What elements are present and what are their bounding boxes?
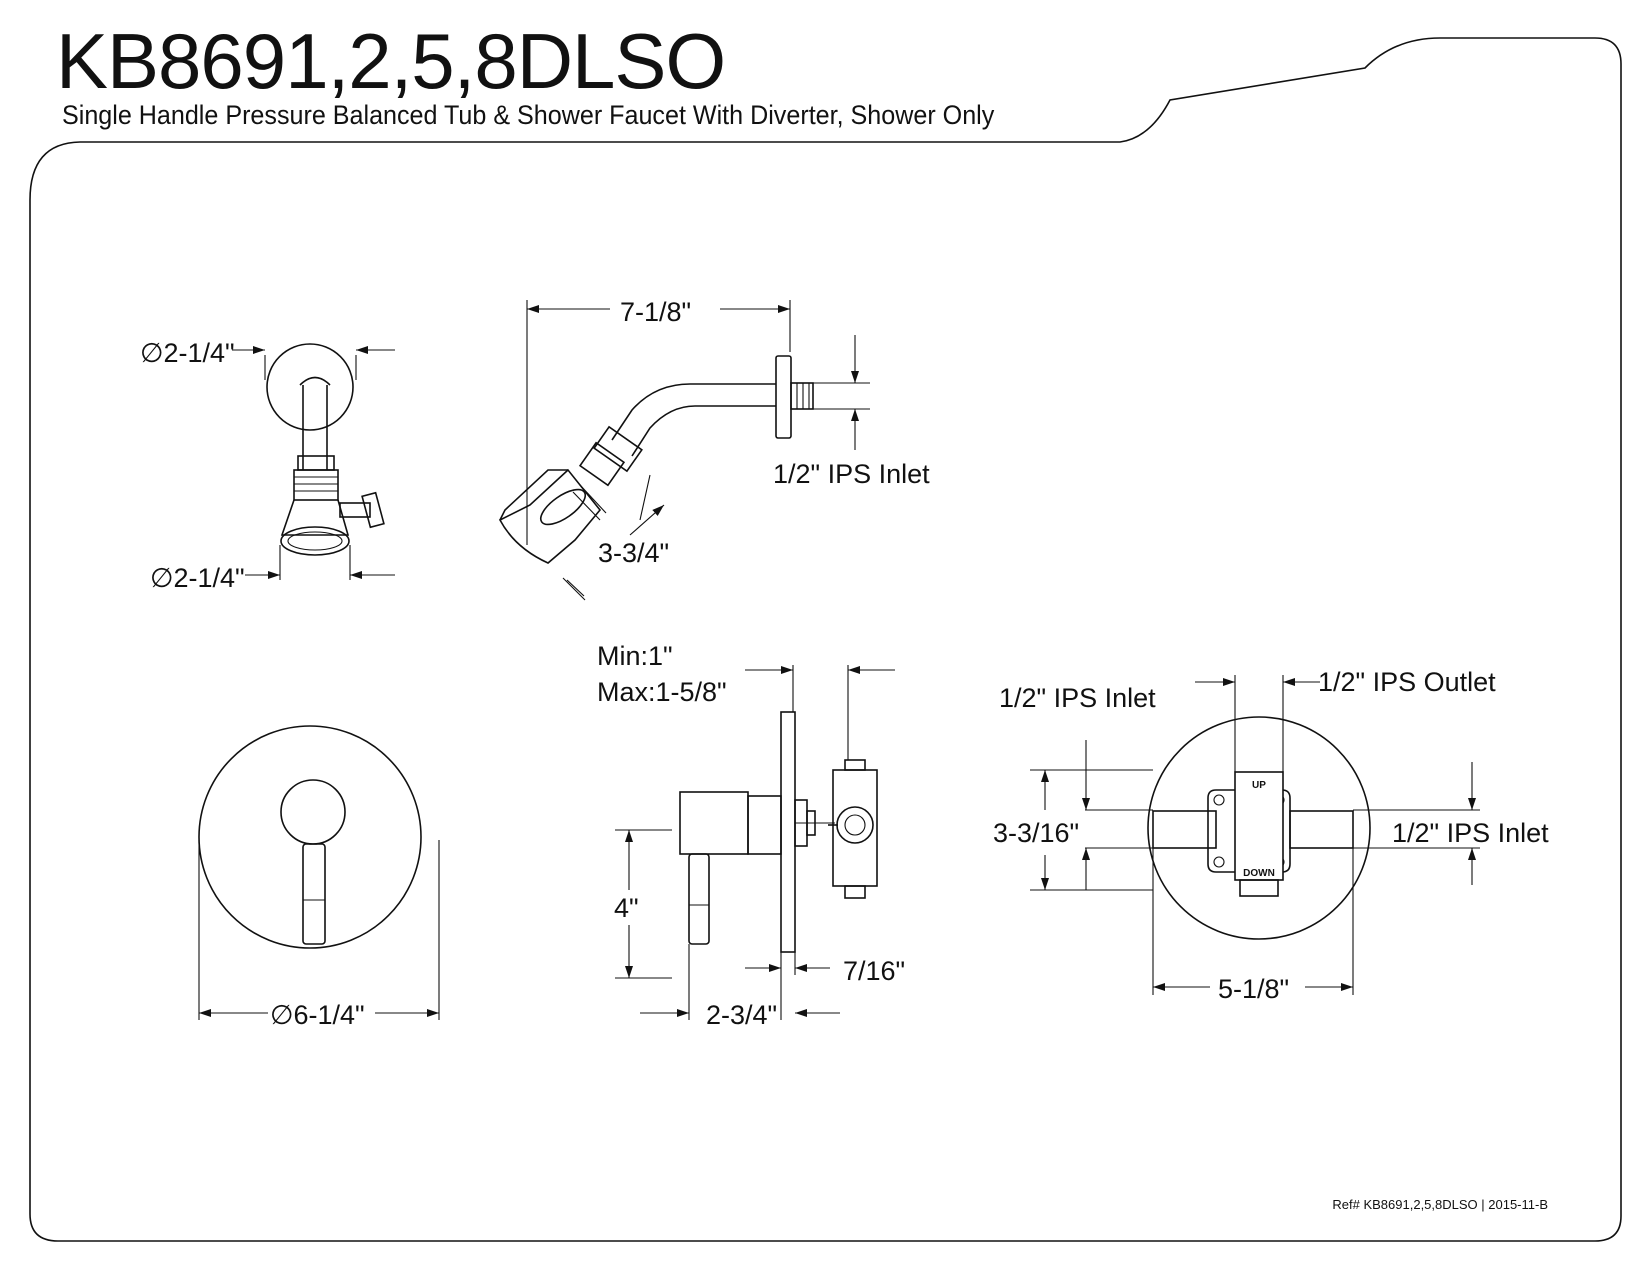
head-bottom-diameter-label: ∅2-1/4" [150, 563, 245, 593]
head-length-label: 3-3/4" [598, 538, 669, 568]
shower-head-front-view [266, 343, 385, 556]
plate-offset-dim: 7/16" [745, 952, 905, 1020]
valve-side-view [679, 711, 878, 953]
arm-length-dim: 7-1/8" [526, 297, 791, 545]
valve-outlet-label: 1/2" IPS Outlet [1318, 667, 1496, 697]
valve-right-inlet-label: 1/2" IPS Inlet [1392, 818, 1549, 848]
valve-up-label: UP [1252, 780, 1266, 791]
head-bottom-diameter-dim: ∅2-1/4" [150, 545, 395, 593]
plate-diameter-dim: ∅6-1/4" [198, 840, 440, 1030]
plate-diameter-label: ∅6-1/4" [270, 1000, 365, 1030]
plate-offset-label: 7/16" [843, 956, 905, 986]
reference-note: Ref# KB8691,2,5,8DLSO | 2015-11-B [1332, 1197, 1548, 1212]
handle-projection-dim: 2-3/4" [640, 944, 840, 1030]
valve-down-label: DOWN [1243, 868, 1275, 879]
arm-inlet-dim: 1/2" IPS Inlet [773, 335, 930, 489]
arm-length-label: 7-1/8" [620, 297, 691, 327]
valve-height-label: 3-3/16" [993, 818, 1079, 848]
product-description: Single Handle Pressure Balanced Tub & Sh… [62, 100, 995, 130]
valve-depth-min-label: Min:1" [597, 641, 673, 671]
arm-inlet-label: 1/2" IPS Inlet [773, 459, 930, 489]
head-top-diameter-label: ∅2-1/4" [140, 338, 235, 368]
head-top-diameter-dim: ∅2-1/4" [140, 338, 395, 380]
drawing-frame [29, 37, 1622, 1242]
model-title: KB8691,2,5,8DLSO [56, 17, 726, 105]
valve-width-dim: 5-1/8" [1152, 848, 1354, 1004]
valve-top-inlet-dim: 1/2" IPS Inlet 1/2" IPS Outlet [999, 667, 1496, 772]
valve-depth-dim: Min:1" Max:1-5/8" [597, 641, 895, 760]
valve-width-label: 5-1/8" [1218, 974, 1289, 1004]
handle-projection-label: 2-3/4" [706, 1000, 777, 1030]
valve-right-inlet-dim: 1/2" IPS Inlet [1353, 762, 1549, 885]
head-length-dim: 3-3/4" [562, 474, 669, 601]
handle-height-label: 4" [614, 893, 639, 923]
valve-top-inlet-label: 1/2" IPS Inlet [999, 683, 1156, 713]
valve-depth-max-label: Max:1-5/8" [597, 677, 727, 707]
handle-height-dim: 4" [614, 829, 672, 979]
valve-front-view: UP DOWN [1147, 716, 1371, 940]
trim-plate-front-view [198, 725, 422, 949]
valve-height-dim: 3-3/16" [993, 740, 1153, 891]
shower-arm-side-view [498, 355, 814, 564]
